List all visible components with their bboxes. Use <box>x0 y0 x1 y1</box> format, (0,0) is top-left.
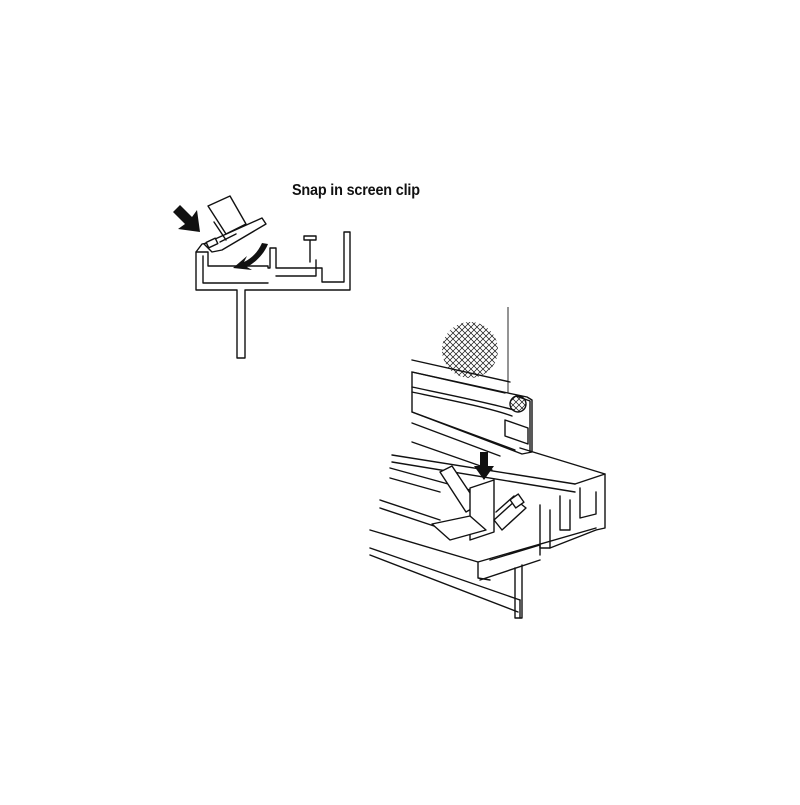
lower-main-frame <box>369 447 606 619</box>
figure-caption: Snap in screen clip <box>292 182 420 199</box>
rotate-arrow-icon <box>233 243 268 270</box>
upper-screen-rail <box>411 359 533 471</box>
screen-frame-assembly <box>369 307 606 619</box>
screen-mesh <box>442 322 498 378</box>
insert-arrow-icon <box>173 205 200 232</box>
installed-clip <box>431 465 527 541</box>
profile-cross-section <box>195 231 351 359</box>
screen-clip-part <box>203 195 267 253</box>
snap-down-arrow-icon <box>474 452 494 480</box>
